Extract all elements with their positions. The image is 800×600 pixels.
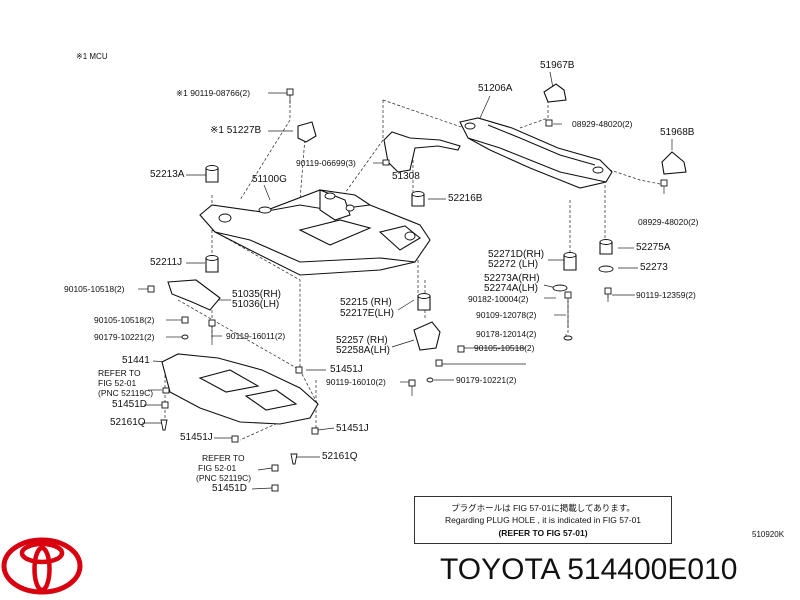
callout-90119-12359[interactable]: 90119-12359(2) (636, 290, 696, 300)
plug-hole-note-box: プラグホールは FIG 57-01に掲載してあります。 Regarding PL… (414, 496, 672, 544)
callout-51451D-a[interactable]: 51451D (112, 399, 148, 410)
rear-crossmember-51206A (459, 117, 613, 189)
callout-52258A[interactable]: 52258A(LH) (336, 345, 390, 356)
callout-52211J[interactable]: 52211J (150, 257, 183, 268)
fasteners (147, 88, 668, 492)
callout-90105-10518-right[interactable]: 90105-10518(2) (474, 343, 535, 353)
front-crossmember-51100G (199, 189, 431, 276)
callout-52273A[interactable]: 52273A(RH) (484, 273, 540, 284)
callout-90119-08766[interactable]: ※1 90119-08766(2) (176, 88, 251, 98)
callout-52213A[interactable]: 52213A (150, 169, 185, 180)
callout-52257[interactable]: 52257 (RH) (336, 335, 388, 346)
callout-51967B[interactable]: 51967B (540, 60, 575, 71)
callout-90105-10518-left[interactable]: 90105-10518(2) (64, 284, 125, 294)
catalog-reference: 510920K (752, 530, 785, 539)
note-line-japanese: プラグホールは FIG 57-01に掲載してあります。 (451, 503, 635, 513)
callout-51968B[interactable]: 51968B (660, 127, 695, 138)
bracket-52257-52258A (413, 321, 441, 351)
callout-90119-06699[interactable]: 90119-06699(3) (296, 158, 356, 168)
stopper-51967B (543, 83, 567, 103)
callout-51036[interactable]: 51036(LH) (232, 299, 280, 310)
refer-note-2-line3: (PNC 52119C) (196, 473, 252, 483)
callout-51035[interactable]: 51035(RH) (232, 289, 281, 300)
toyota-logo (1, 537, 83, 595)
callout-52271D[interactable]: 52271D(RH) (488, 249, 545, 260)
callout-90182-10004[interactable]: 90182-10004(2) (468, 294, 529, 304)
refer-note-1-line1: REFER TO (98, 368, 141, 378)
refer-note-1-line3: (PNC 52119C) (98, 388, 154, 398)
callout-08929-48020-right[interactable]: 08929-48020(2) (638, 217, 699, 227)
callout-51227B[interactable]: ※1 51227B (210, 125, 262, 136)
bushings (205, 165, 614, 311)
callout-51100G[interactable]: 51100G (252, 174, 287, 185)
callout-51451D-b[interactable]: 51451D (212, 483, 248, 494)
toyota-logo-upper-ring (19, 541, 65, 565)
bracket-51308 (383, 131, 461, 173)
callout-51451J-a[interactable]: 51451J (330, 364, 363, 375)
callout-51206A[interactable]: 51206A (478, 83, 513, 94)
callout-08929-48020-top[interactable]: 08929-48020(2) (572, 119, 633, 129)
model-scope-note: ※1 MCU (76, 52, 108, 61)
callout-52273[interactable]: 52273 (640, 262, 668, 273)
callout-52272[interactable]: 52272 (LH) (488, 259, 539, 270)
note-line-reference: (REFER TO FIG 57-01) (498, 528, 588, 538)
bracket-51035-51036 (167, 279, 221, 311)
callout-52161Q-a[interactable]: 52161Q (110, 417, 146, 428)
callout-51451J-c[interactable]: 51451J (336, 423, 369, 434)
callout-90105-10518-mid[interactable]: 90105-10518(2) (94, 315, 155, 325)
refer-note-2-line1: REFER TO (202, 453, 245, 463)
toyota-logo-center-ring (32, 545, 52, 593)
bracket-51227B (297, 121, 317, 143)
callout-51451J-b[interactable]: 51451J (180, 432, 213, 443)
callout-90179-10221-left[interactable]: 90179-10221(2) (94, 332, 155, 342)
note-line-english: Regarding PLUG HOLE , it is indicated in… (444, 515, 642, 525)
callout-52216B[interactable]: 52216B (448, 193, 483, 204)
callout-90178-12014[interactable]: 90178-12014(2) (476, 329, 537, 339)
callout-52217E[interactable]: 52217E(LH) (340, 308, 394, 319)
callout-90179-10221-right[interactable]: 90179-10221(2) (456, 375, 517, 385)
callout-52274A[interactable]: 52274A(LH) (484, 283, 538, 294)
refer-note-1-line2: FIG 52-01 (98, 378, 137, 388)
refer-note-2-line2: FIG 52-01 (198, 463, 237, 473)
callout-52161Q-b[interactable]: 52161Q (322, 451, 358, 462)
brand-part-number: TOYOTA 514400E010 (440, 553, 738, 586)
stopper-51968B (661, 151, 687, 175)
callout-51441[interactable]: 51441 (122, 355, 150, 366)
callout-51308[interactable]: 51308 (392, 171, 420, 182)
callout-90119-16011[interactable]: 90119-16011(2) (226, 331, 286, 341)
callout-52215[interactable]: 52215 (RH) (340, 297, 392, 308)
callout-90119-16010[interactable]: 90119-16010(2) (326, 377, 386, 387)
callout-90109-12078[interactable]: 90109-12078(2) (476, 310, 537, 320)
engine-under-cover-51441 (161, 353, 319, 425)
callout-52275A[interactable]: 52275A (636, 242, 671, 253)
